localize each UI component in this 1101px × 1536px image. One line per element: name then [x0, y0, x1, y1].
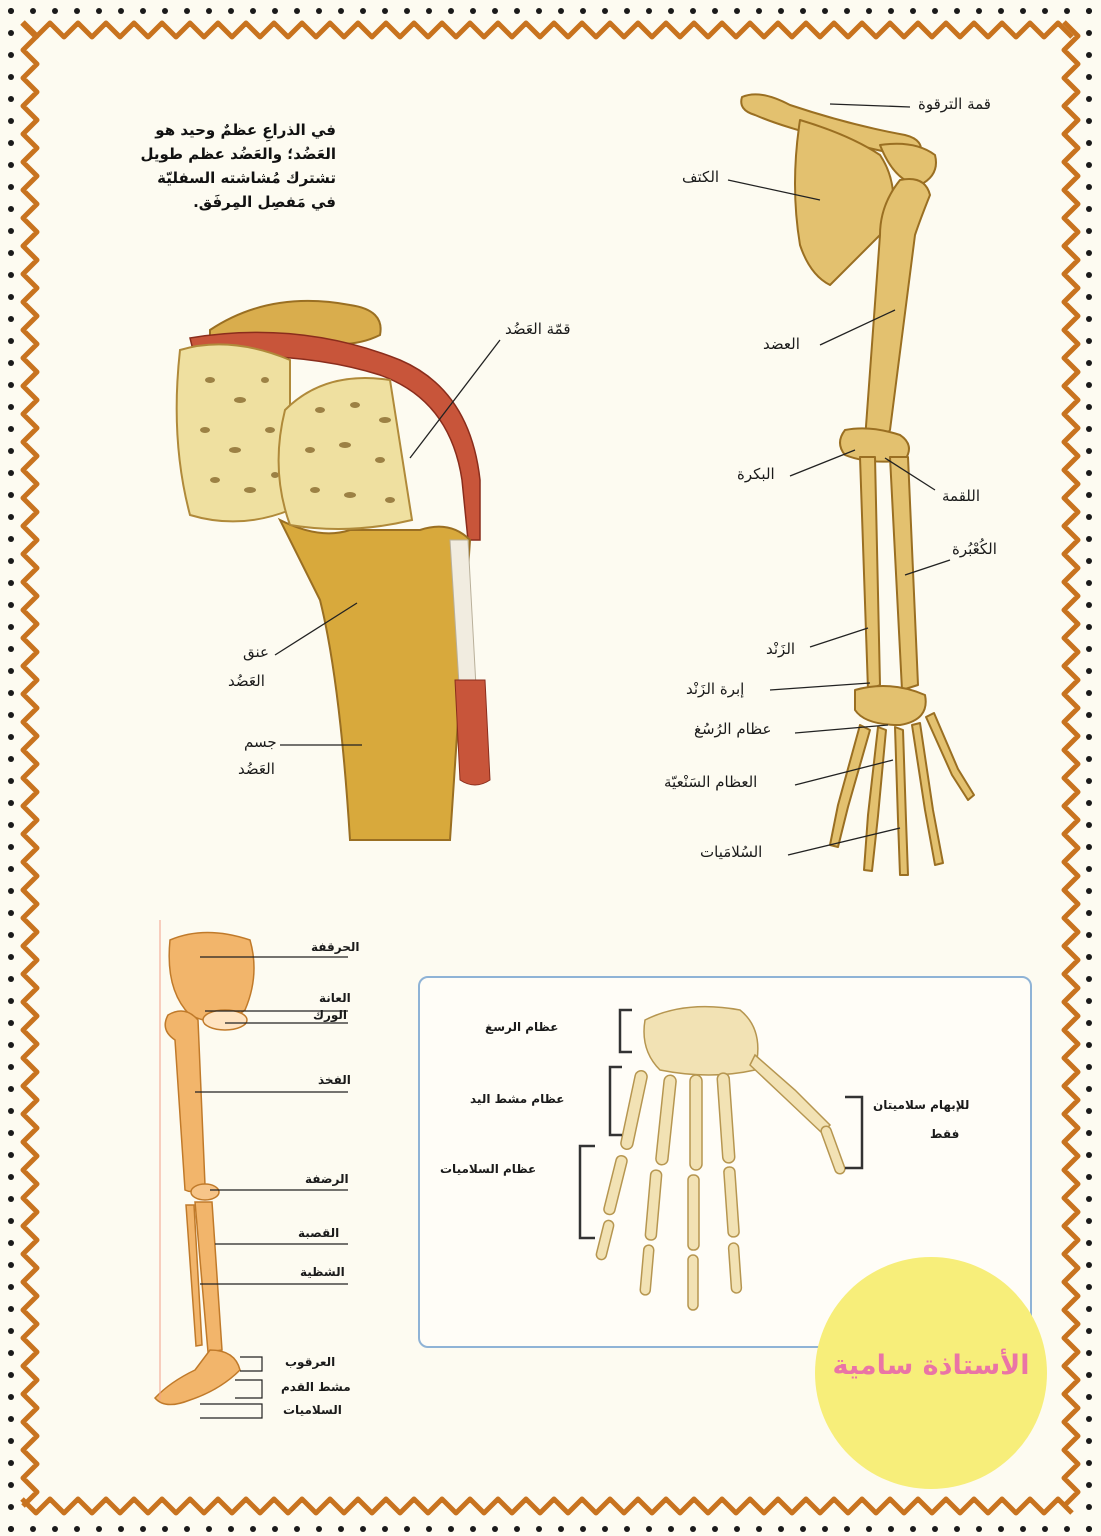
label-clavicle-tip: قمة الترقوة: [918, 95, 991, 113]
label-femur: الفخذ: [318, 1073, 351, 1087]
author-badge: [815, 1257, 1047, 1489]
label-pubis: العانة: [319, 991, 351, 1005]
label-hand-carpals: عظام الرسغ: [485, 1020, 559, 1034]
label-ulna: الزَنْد: [766, 640, 796, 658]
label-shoulder: الكتف: [682, 168, 720, 186]
label-olecranon: اللقمة: [942, 487, 981, 505]
label-tibia: القصبة: [298, 1226, 340, 1240]
label-metacarpals: العظام السَنْعيّة: [664, 773, 758, 791]
leg-skeleton-illustration: [153, 920, 255, 1406]
label-thumb-phalanges: فقط: [930, 1127, 960, 1141]
label-humerus-body: العَضُد: [238, 760, 275, 778]
label-humerus-neck: عنق: [243, 643, 269, 661]
label-ilium: الحرقفة: [311, 940, 360, 954]
intro-line: تشترك مُشاشته السفليّة: [157, 169, 336, 187]
label-leg-phalanges: السلاميات: [283, 1403, 342, 1417]
intro-line: في مَفصِل المِرفَق.: [193, 193, 336, 211]
label-tarsals: العرقوب: [285, 1355, 336, 1369]
intro-paragraph: في الذراعِ عظمٌ وحيد هو العَضُد؛ والعَضُ…: [140, 118, 336, 214]
shoulder-joint-illustration: [175, 299, 491, 841]
author-name: الأستاذة سامية: [832, 1350, 1030, 1381]
label-humerus-neck: العَضُد: [228, 672, 265, 690]
label-radius: الكُعْبُرة: [952, 540, 997, 558]
label-patella: الرضفة: [305, 1172, 349, 1186]
intro-line: في الذراعِ عظمٌ وحيد هو: [155, 121, 336, 139]
label-carpals: عظام الرُسُغ: [694, 720, 772, 738]
label-phalanges: السُلامَيات: [700, 843, 763, 861]
label-hand-phalanges: عظام السلاميات: [440, 1162, 537, 1176]
label-humerus-body: جسم: [244, 733, 277, 751]
intro-line: العَضُد؛ والعَضُد عظم طويل: [140, 145, 336, 163]
label-trochlea: البكرة: [737, 465, 775, 483]
label-hand-metacarpals: عظام مشط اليد: [470, 1092, 565, 1106]
label-hip: الورك: [313, 1008, 348, 1022]
label-metatarsals: مشط القدم: [281, 1380, 351, 1394]
label-humerus-head: قمّة العَضُد: [505, 320, 571, 338]
label-fibula: الشظية: [300, 1265, 345, 1279]
label-thumb-phalanges: للإبهام سلاميتان: [873, 1098, 970, 1112]
hand-skeleton-illustration: [595, 1005, 846, 1311]
label-humerus: العضد: [763, 335, 800, 353]
label-ulna-styloid: إبرة الزَنْد: [686, 680, 745, 698]
